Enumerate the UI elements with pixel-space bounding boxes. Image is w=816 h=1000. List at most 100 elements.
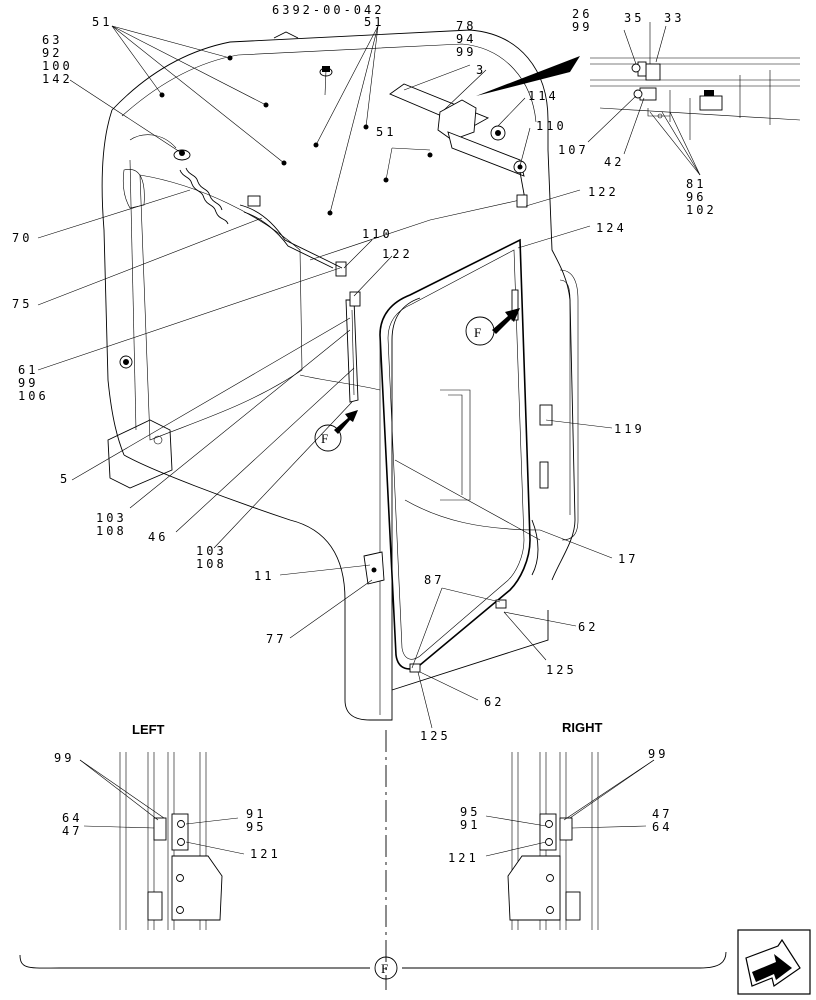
callout-line: 51 (364, 15, 384, 29)
callout-line: 42 (604, 155, 624, 169)
marker-f-2: F (321, 431, 328, 446)
right-view-title: RIGHT (562, 720, 603, 735)
callout-line: 122 (382, 247, 413, 261)
callout-line: 103 (96, 511, 127, 525)
callout-87: 87 (424, 573, 444, 587)
callout-121l: 121 (250, 847, 281, 861)
callout-line: 142 (42, 72, 73, 86)
callout-119: 119 (614, 422, 645, 436)
detail-arrows: F F (314, 308, 520, 452)
callout-line: 94 (456, 32, 476, 46)
callout-line: 95 (246, 820, 266, 834)
callout-line: 99 (54, 751, 74, 765)
callout-line: 121 (448, 851, 479, 865)
right-view: RIGHT (485, 720, 655, 930)
roof-screws (159, 31, 433, 216)
callout-line: 63 (42, 33, 62, 47)
callout-line: 17 (618, 552, 638, 566)
left-view-title: LEFT (132, 722, 165, 737)
callout-42: 42 (604, 155, 624, 169)
brace-marker-label: F (381, 961, 388, 976)
callout-17: 17 (618, 552, 638, 566)
callout-46: 46 (148, 530, 168, 544)
callout-3: 3 (476, 63, 486, 77)
callout-line: 78 (456, 19, 476, 33)
brace-right (402, 951, 727, 969)
callout-line: 91 (460, 818, 480, 832)
callout-line: 62 (484, 695, 504, 709)
callout-114: 114 (528, 89, 559, 103)
callout-line: 64 (62, 811, 82, 825)
callout-line: 121 (250, 847, 281, 861)
callout-line: 91 (246, 807, 266, 821)
callout-62b: 62 (484, 695, 504, 709)
callout-99l: 99 (54, 751, 74, 765)
callout-line: 99 (648, 747, 668, 761)
callout-line: 47 (652, 807, 672, 821)
callout-line: 110 (362, 227, 393, 241)
callout-51c: 51 (376, 125, 396, 139)
callout-line: 99 (18, 376, 38, 390)
callout-line: 106 (18, 389, 49, 403)
brace-marker (374, 956, 398, 980)
callout-121r: 121 (448, 851, 479, 865)
callout-line: 75 (12, 297, 32, 311)
callout-line: 64 (652, 820, 672, 834)
callout-122a: 122 (588, 185, 619, 199)
left-view: LEFT (79, 722, 245, 930)
callout-110a: 110 (536, 119, 567, 133)
callout-line: 81 (686, 177, 706, 191)
callout-124: 124 (596, 221, 627, 235)
callout-line: 26 (572, 7, 592, 21)
callout-110b: 110 (362, 227, 393, 241)
callout-line: 107 (558, 143, 589, 157)
callout-107: 107 (558, 143, 589, 157)
callout-75: 75 (12, 297, 32, 311)
callout-line: 3 (476, 63, 486, 77)
callout-99r: 99 (648, 747, 668, 761)
callout-51b: 51 (364, 15, 384, 29)
callout-5: 5 (60, 472, 70, 486)
callout-line: 125 (546, 663, 577, 677)
cab-body (101, 29, 579, 721)
next-page-arrow-icon[interactable] (737, 929, 811, 995)
callout-11: 11 (254, 569, 274, 583)
callout-line: 51 (92, 15, 112, 29)
dome-light (129, 134, 191, 161)
callout-line: 99 (456, 45, 476, 59)
callout-line: 102 (686, 203, 717, 217)
callout-line: 108 (96, 524, 127, 538)
callout-51a: 51 (92, 15, 112, 29)
callout-line: 96 (686, 190, 706, 204)
callout-line: 124 (596, 221, 627, 235)
callout-line: 11 (254, 569, 274, 583)
cab-door (363, 238, 553, 673)
title-ref: 6392-00-042 (272, 3, 384, 17)
brace-left (19, 954, 370, 969)
callout-35: 35 (624, 11, 644, 25)
callout-line: 51 (376, 125, 396, 139)
callout-line: 46 (148, 530, 168, 544)
callout-line: 47 (62, 824, 82, 838)
callout-62a: 62 (578, 620, 598, 634)
callout-line: 110 (536, 119, 567, 133)
callout-line: 114 (528, 89, 559, 103)
door-rod-assembly (335, 261, 361, 403)
callout-line: 100 (42, 59, 73, 73)
callout-line: 35 (624, 11, 644, 25)
roof-hinge-bracket (389, 56, 580, 208)
roof-spring (179, 167, 229, 225)
callout-line: 122 (588, 185, 619, 199)
callout-125b: 125 (420, 729, 451, 743)
gas-strut (239, 195, 343, 269)
